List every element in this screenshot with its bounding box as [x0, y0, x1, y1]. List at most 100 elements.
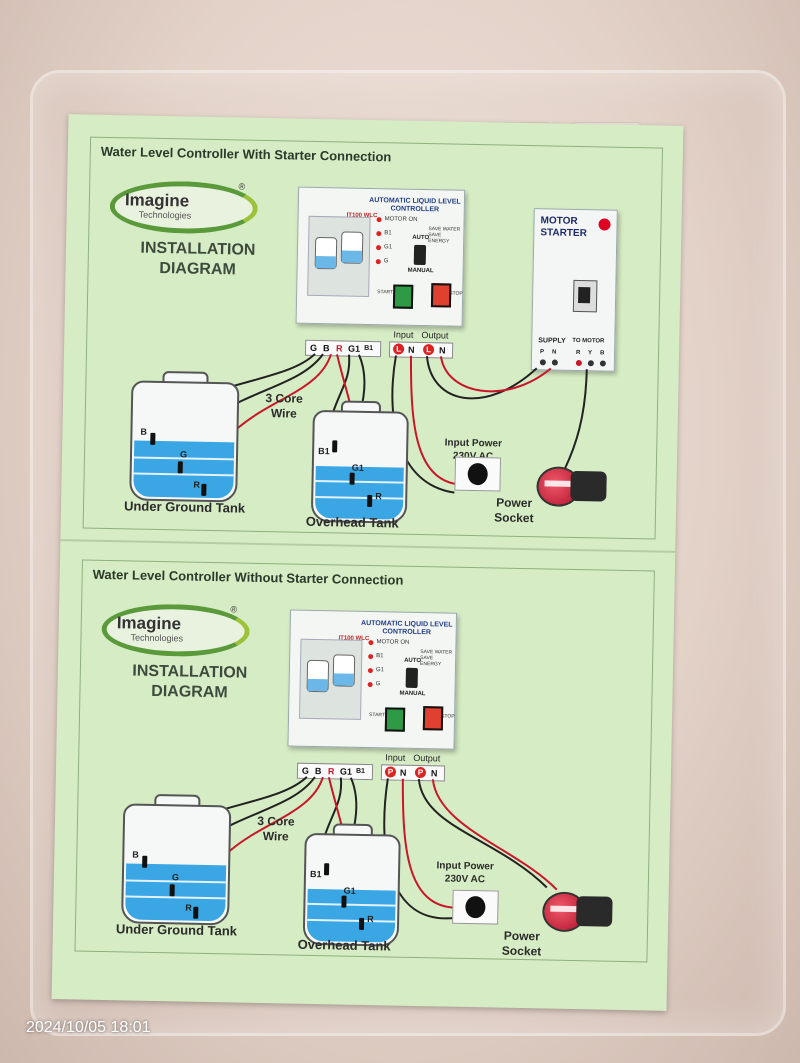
- panel-with-starter: Water Level Controller With Starter Conn…: [82, 136, 664, 540]
- logo-registered: ®: [230, 604, 238, 615]
- auto-manual-toggle: [413, 244, 427, 266]
- led-label: MOTOR ON: [384, 216, 418, 223]
- save-label: SAVE WATER SAVE ENERGY: [420, 649, 453, 668]
- imagine-logo: Imagine Technologies ®: [109, 179, 259, 235]
- heading-line: DIAGRAM: [151, 682, 228, 702]
- probe-label: B1: [309, 868, 322, 880]
- terminal-label: Y: [588, 350, 593, 357]
- probe-label: G1: [343, 885, 356, 896]
- probe-icon: [150, 432, 156, 445]
- photo-timestamp: 2024/10/05 18:01: [26, 1019, 151, 1036]
- wire: [425, 356, 538, 400]
- mini-tank: [332, 654, 356, 687]
- tray-background: [30, 70, 786, 1036]
- installation-heading: INSTALLATION DIAGRAM: [112, 238, 283, 281]
- controller-title: AUTOMATIC LIQUID LEVEL CONTROLLER: [369, 196, 461, 214]
- led-label: B1: [384, 230, 392, 237]
- terminal-label: B: [599, 350, 605, 357]
- heading-line: DIAGRAM: [159, 259, 236, 279]
- probe-label: B: [132, 849, 139, 860]
- wire: [563, 369, 588, 470]
- probe-label: B1: [318, 446, 330, 457]
- save-label: SAVE WATER SAVE ENERGY: [428, 226, 461, 245]
- terminal-label: N: [430, 768, 438, 779]
- probe-icon: [358, 917, 365, 930]
- auto-manual-toggle: [405, 667, 418, 688]
- panel-title: Water Level Controller Without Starter C…: [92, 566, 404, 588]
- terminal-label: G: [301, 765, 310, 776]
- led-label: MOTOR ON: [376, 639, 410, 646]
- probe-label: R: [185, 902, 192, 913]
- led-label: G1: [383, 244, 393, 251]
- wire-label: 3 Core Wire: [265, 391, 303, 421]
- start-label: START: [377, 289, 394, 296]
- stop-label: STOP: [449, 290, 463, 297]
- underground-tank: B G R: [121, 793, 232, 926]
- overhead-tank-label: Overhead Tank: [305, 513, 399, 531]
- terminal-label: B1: [355, 767, 366, 775]
- water-pump-icon: [541, 887, 613, 933]
- probe-icon: [341, 895, 347, 908]
- controller-title: AUTOMATIC LIQUID LEVEL CONTROLLER: [360, 619, 453, 637]
- panel-without-starter: Water Level Controller Without Starter C…: [74, 559, 655, 963]
- terminal-label: B: [323, 343, 330, 354]
- terminal-label: B1: [364, 344, 374, 353]
- led-icon: [367, 682, 373, 688]
- diagram-sheet: Water Level Controller With Starter Conn…: [51, 114, 684, 1011]
- terminal-label: N: [438, 345, 446, 356]
- panel-title: Water Level Controller With Starter Conn…: [100, 143, 392, 165]
- led-label: G: [383, 258, 389, 265]
- terminal-label: R: [336, 343, 343, 354]
- logo-registered: ®: [238, 181, 246, 192]
- terminal-label: N: [552, 349, 557, 356]
- logo-name: Imagine: [116, 613, 182, 634]
- led-icon: [368, 654, 374, 660]
- stop-label: STOP: [441, 713, 455, 720]
- motor-starter: MOTOR STARTER SUPPLY TO MOTOR P N R Y B: [530, 208, 618, 372]
- led-icon: [375, 245, 382, 251]
- terminal-dot: [599, 360, 606, 367]
- terminal-label: R: [576, 349, 581, 357]
- socket-label: Power Socket: [501, 928, 542, 959]
- terminal-label: B: [314, 766, 322, 777]
- terminal-dot: [551, 359, 558, 366]
- led-icon: [368, 640, 374, 646]
- terminal-dot: [587, 360, 594, 367]
- led-icon: [367, 668, 373, 674]
- led-icon: [375, 259, 381, 265]
- manual-label: MANUAL: [407, 267, 434, 275]
- mini-tank: [306, 659, 330, 693]
- input-label: Input: [393, 329, 414, 340]
- probe-icon: [367, 494, 373, 508]
- breaker-switch-icon: [572, 279, 598, 313]
- terminal-dot: [575, 359, 582, 367]
- terminal-label: G: [310, 342, 318, 353]
- terminal-label: P: [540, 349, 545, 356]
- probe-icon: [193, 906, 199, 919]
- auto-label: AUTO: [412, 234, 430, 242]
- probe-label: R: [193, 479, 201, 490]
- overhead-tank-label: Overhead Tank: [297, 936, 391, 954]
- probe-label: G: [171, 872, 180, 883]
- imagine-logo: Imagine Technologies ®: [101, 602, 251, 658]
- probe-label: G: [179, 449, 188, 460]
- probe-icon: [332, 440, 338, 453]
- led-icon: [376, 217, 382, 223]
- probe-icon: [177, 461, 183, 474]
- led-label: G1: [375, 667, 385, 674]
- probe-icon: [142, 855, 148, 868]
- probe-label: R: [375, 491, 382, 502]
- water-pump-icon: [536, 462, 607, 508]
- terminal-dot: [539, 359, 546, 366]
- probe-icon: [169, 884, 175, 897]
- terminal-label: P: [414, 766, 427, 779]
- probe-icon: [323, 863, 330, 876]
- controller-mini-diagram: [298, 638, 363, 720]
- overhead-tank: B1 G1 R: [302, 823, 401, 947]
- led-icon: [376, 231, 382, 237]
- probe-label: B: [140, 426, 148, 437]
- to-motor-label: TO MOTOR: [572, 337, 605, 345]
- probe-icon: [349, 472, 355, 485]
- start-label: START: [369, 712, 386, 719]
- terminal-label: R: [327, 766, 335, 777]
